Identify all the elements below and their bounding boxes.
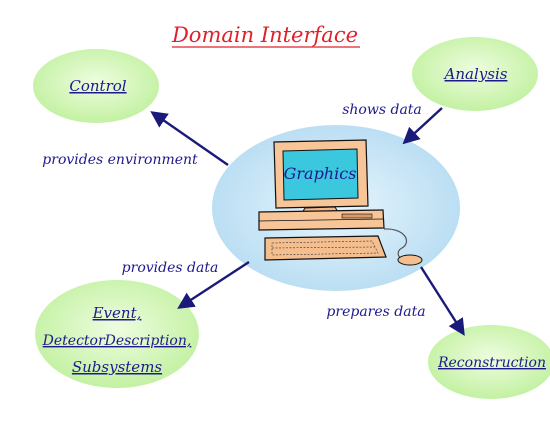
- reconstruction-label: Reconstruction: [437, 355, 546, 371]
- edge-label-provides-environment: provides environment: [42, 152, 198, 168]
- diagram-title: Domain Interface: [171, 23, 358, 47]
- edge-label-provides-data: provides data: [122, 260, 219, 276]
- computer-icon: [258, 139, 423, 266]
- control-label: Control: [69, 77, 126, 95]
- analysis-node: [412, 37, 538, 111]
- arrow-graphics-to-control: [150, 111, 229, 166]
- edge-label-prepares-data: prepares data: [326, 304, 425, 320]
- event-label-line-2: DetectorDescription,: [42, 333, 192, 349]
- event-node: [35, 280, 199, 388]
- edge-label-shows-data: shows data: [342, 102, 422, 118]
- arrow-analysis-to-graphics: [402, 107, 443, 145]
- event-label-line-3: Subsystems: [72, 358, 163, 376]
- graphics-label: Graphics: [284, 164, 357, 183]
- event-label-line-1: Event,: [92, 304, 142, 322]
- control-node: [33, 49, 159, 123]
- arrow-graphics-to-event: [177, 260, 250, 309]
- analysis-label: Analysis: [443, 65, 508, 83]
- reconstruction-node: [428, 325, 550, 399]
- arrow-graphics-to-reconstruction: [419, 266, 465, 336]
